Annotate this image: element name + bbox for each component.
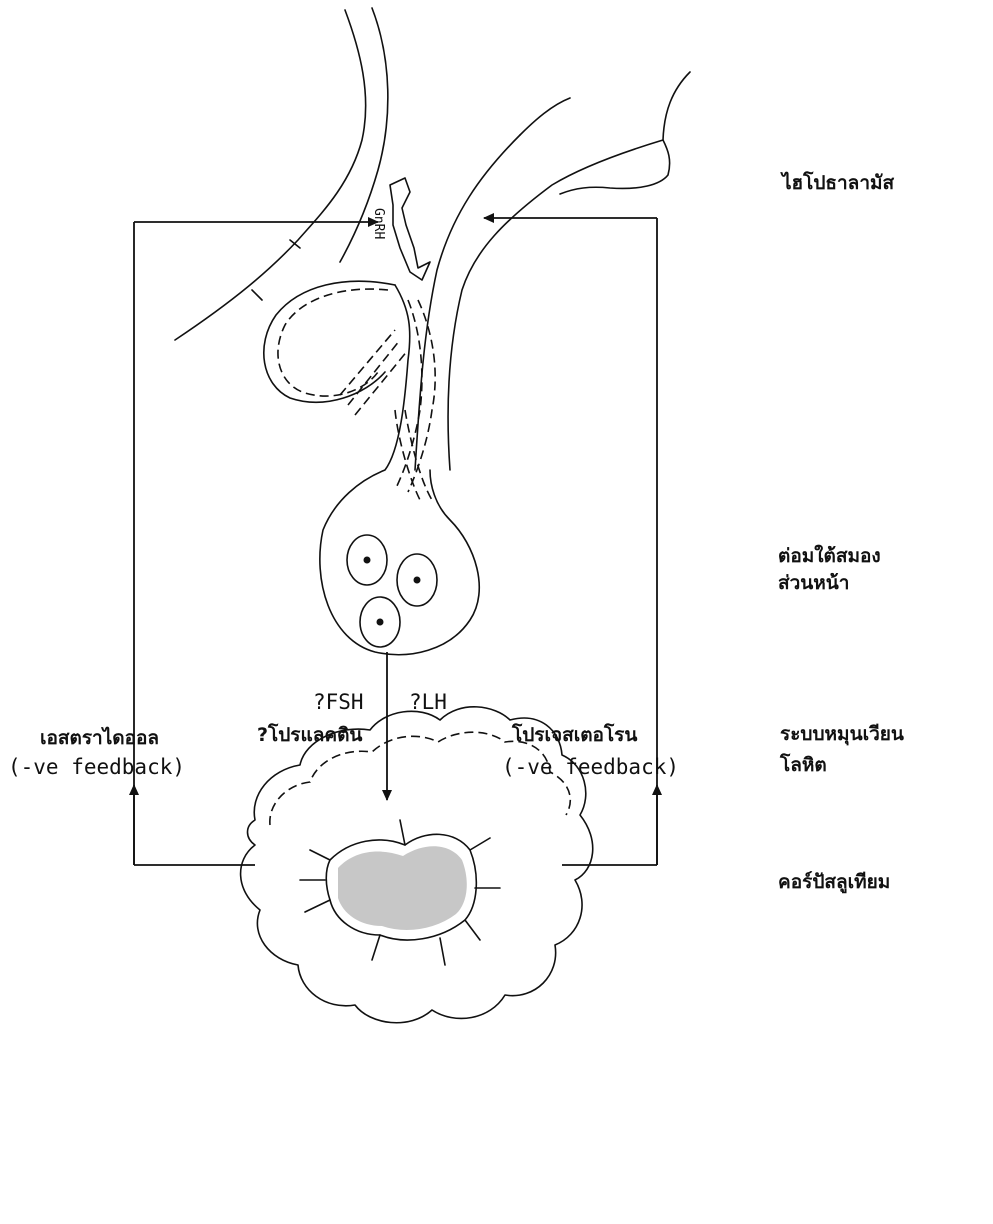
label-lh: ?LH <box>409 690 447 714</box>
label-estradiol-feedback: (-ve feedback) <box>8 755 185 779</box>
gnrh-neuron <box>390 178 430 280</box>
label-gnrh: GnRH <box>371 208 386 239</box>
label-anterior-pituitary-2: ส่วนหน้า <box>778 568 849 598</box>
label-hypothalamus: ไฮโปธาลามัส <box>782 168 894 198</box>
label-fsh: ?FSH <box>313 690 364 714</box>
label-anterior-pituitary-1: ต่อมใต้สมอง <box>778 541 881 571</box>
label-corpus-luteum: คอร์ปัสลูเทียม <box>778 867 890 897</box>
posterior-pituitary <box>264 281 408 415</box>
hypothalamus-outline <box>175 8 690 470</box>
label-progesterone: โปรเจสเตอโรน <box>512 720 637 750</box>
label-circulation-2: โลหิต <box>780 750 827 780</box>
anterior-pituitary <box>320 285 479 655</box>
label-circulation-1: ระบบหมุนเวียน <box>780 719 904 749</box>
label-progesterone-feedback: (-ve feedback) <box>502 755 679 779</box>
label-estradiol: เอสตราไดออล <box>40 723 159 753</box>
label-prolactin: ?โปรแลคติน <box>257 720 362 750</box>
